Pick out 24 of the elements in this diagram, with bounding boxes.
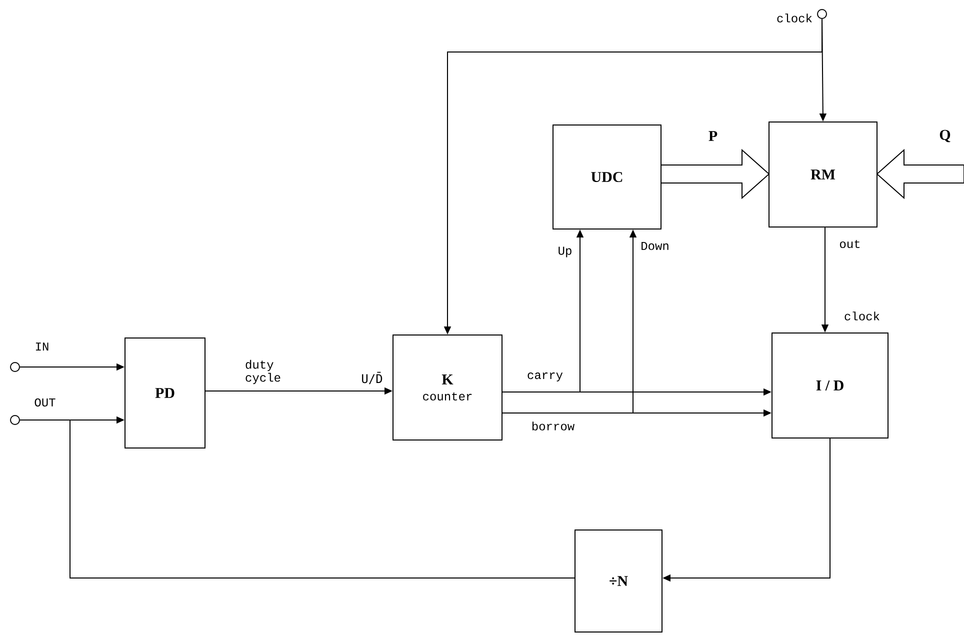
terminal-label: clock [777,14,812,22]
edge-label: P [708,131,718,141]
terminal-circle [10,415,20,425]
terminal-circle [10,362,20,372]
pin-label: U/D̄ [362,372,382,384]
block-box: PD [124,338,206,448]
terminal-circle [817,9,827,19]
block-box: RM [768,122,878,228]
pin-label: out [840,240,860,248]
edge-label: duty cycle [246,360,280,384]
block-box: I / D [772,332,888,438]
hollow-arrow [876,148,964,200]
pin-label: Up [558,246,572,258]
terminal-label: OUT [34,398,56,406]
pin-label: Down [642,242,668,250]
edge-label: Q [940,130,950,142]
block-box: ÷N [574,530,662,632]
edge-label: carry [528,372,563,382]
hollow-arrow [660,148,770,200]
terminal-label: IN [36,342,48,350]
edge-label: borrow [532,422,574,430]
pin-label: clock [844,312,880,320]
block-box: UDC [552,124,662,230]
block-box: K counter [392,334,502,440]
